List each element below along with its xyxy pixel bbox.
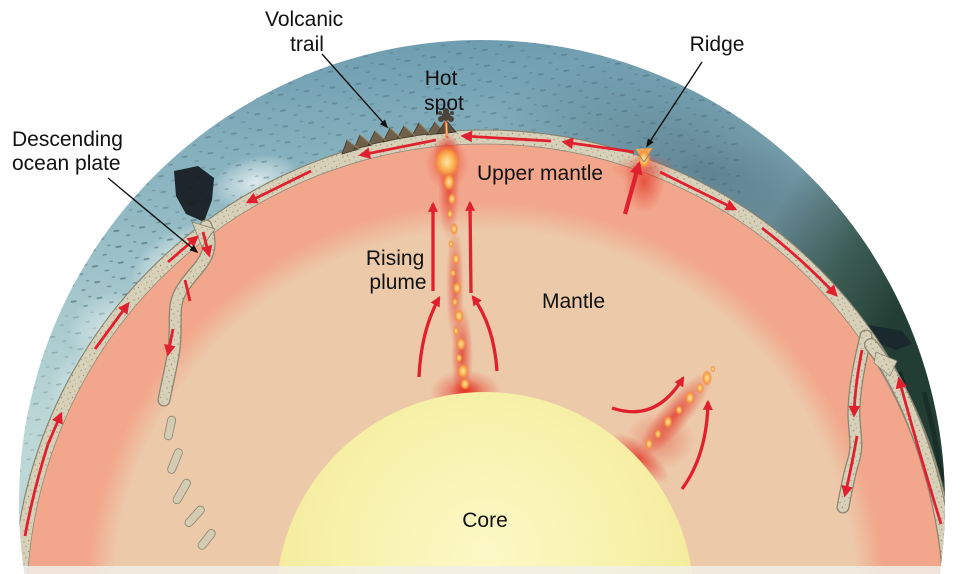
- right-overriding-plate: [864, 338, 945, 574]
- dark-landmass: [174, 166, 214, 222]
- bottom-edge-fade: [20, 566, 945, 574]
- slab-fragments: [163, 415, 216, 550]
- mantle-convection-arrows: [417, 200, 713, 490]
- label-hot-spot: Hot spot: [424, 67, 464, 115]
- label-core: Core: [462, 509, 508, 532]
- label-ridge: Ridge: [690, 33, 745, 56]
- volcanic-trail-leader: [321, 53, 389, 129]
- eruption-cloud: [438, 103, 454, 122]
- descending-plate-leader: [107, 177, 199, 254]
- label-descending-ocean-plate: Descending ocean plate: [12, 128, 129, 175]
- label-rising-plume: Rising plume: [366, 247, 430, 294]
- label-upper-mantle: Upper mantle: [477, 162, 603, 185]
- label-volcanic-trail: Volcanic trail: [265, 8, 349, 56]
- label-mantle: Mantle: [542, 290, 605, 313]
- ocean-trench-shadow: [858, 323, 912, 350]
- hot-spot-volcano: [436, 103, 457, 139]
- ridge-upwelling-arrow: [622, 161, 643, 215]
- plate-motion-arrows: [23, 130, 943, 537]
- ridge-leader: [646, 61, 703, 148]
- labels: Volcanic trail Hot spot Ridge Descending…: [12, 8, 744, 532]
- core-layer: [276, 392, 694, 574]
- leader-lines: [107, 53, 703, 254]
- secondary-plume-trail: [645, 365, 716, 450]
- rising-plume-trail: [433, 145, 470, 390]
